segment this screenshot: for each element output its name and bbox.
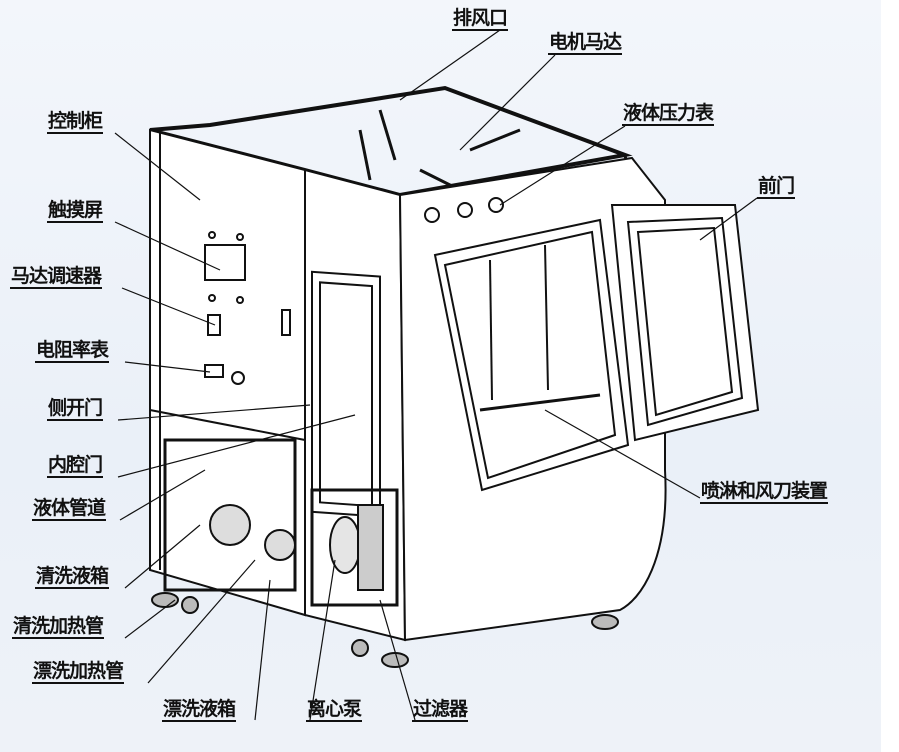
label-spray-air-knife: 喷淋和风刀装置 [700, 480, 828, 504]
label-motor-speed-controller: 马达调速器 [10, 265, 102, 289]
label-centrifugal-pump: 离心泵 [306, 698, 362, 722]
chamber-body [398, 156, 667, 642]
label-cleaning-heater: 清洗加热管 [12, 615, 104, 639]
label-touch-screen: 触摸屏 [47, 199, 103, 223]
label-liquid-pipeline: 液体管道 [32, 497, 106, 521]
label-control-cabinet: 控制柜 [47, 110, 103, 134]
label-rinse-tank: 漂洗液箱 [162, 698, 236, 722]
lower-compartment [163, 438, 399, 607]
label-filter: 过滤器 [412, 698, 468, 722]
control-cabinet [149, 128, 306, 617]
label-cleaning-tank: 清洗液箱 [35, 565, 109, 589]
label-front-door: 前门 [757, 175, 795, 199]
label-side-door: 侧开门 [47, 397, 103, 421]
leader-lines [114, 29, 758, 721]
label-rinse-heater: 漂洗加热管 [32, 660, 124, 684]
label-exhaust-port: 排风口 [452, 7, 508, 31]
feet [151, 592, 619, 668]
label-liquid-pressure-gauge: 液体压力表 [622, 102, 714, 126]
side-panel [304, 168, 407, 642]
label-motor: 电机马达 [548, 31, 622, 55]
front-door-shape [610, 204, 760, 442]
image-border [881, 0, 899, 752]
label-resistivity-meter: 电阻率表 [35, 339, 109, 363]
label-inner-chamber-door: 内腔门 [47, 454, 103, 478]
